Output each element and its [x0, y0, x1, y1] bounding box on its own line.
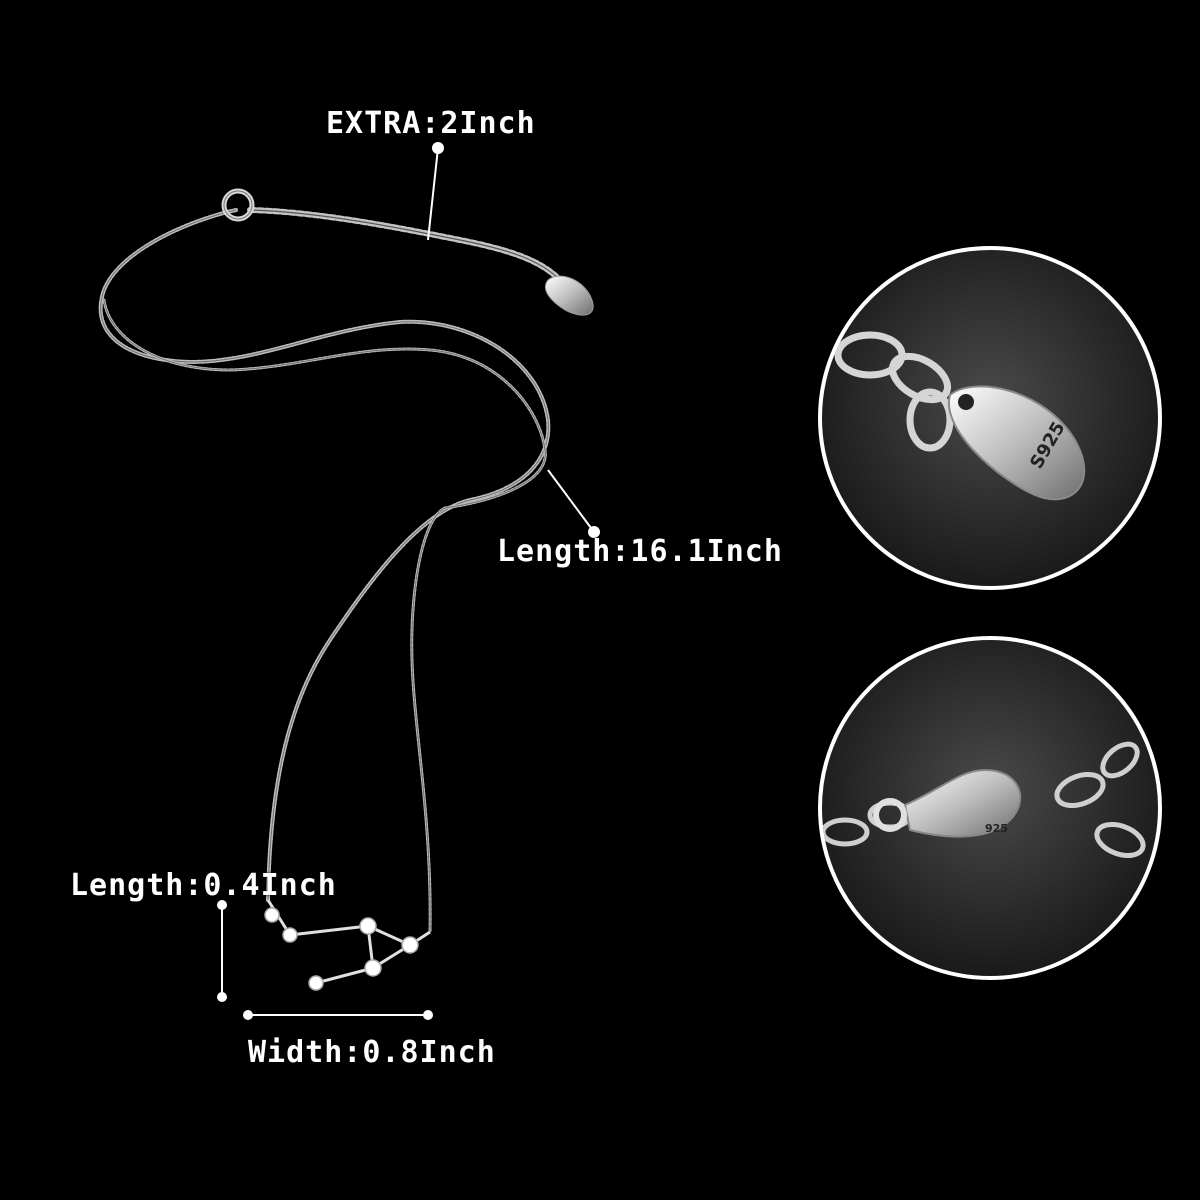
spring-ring-clasp — [221, 188, 255, 222]
detail-circle-clasp: 925 — [818, 636, 1162, 980]
pendant-length-label: Length:0.4Inch — [70, 868, 337, 903]
extra-length-label: EXTRA:2Inch — [326, 106, 536, 141]
callout-length — [547, 469, 600, 538]
teardrop-tag — [544, 275, 594, 316]
pendant-width-label: Width:0.8Inch — [248, 1035, 496, 1070]
clasp-stamp-text: 925 — [985, 822, 1008, 835]
detail-circle-tag: S925 — [818, 246, 1162, 590]
chain-length-label: Length:16.1Inch — [497, 534, 783, 569]
dimension-height — [217, 900, 227, 1002]
dimension-width — [243, 1010, 433, 1020]
constellation-pendant — [264, 899, 431, 991]
necklace-chain — [98, 207, 563, 934]
callout-extra — [427, 142, 444, 241]
